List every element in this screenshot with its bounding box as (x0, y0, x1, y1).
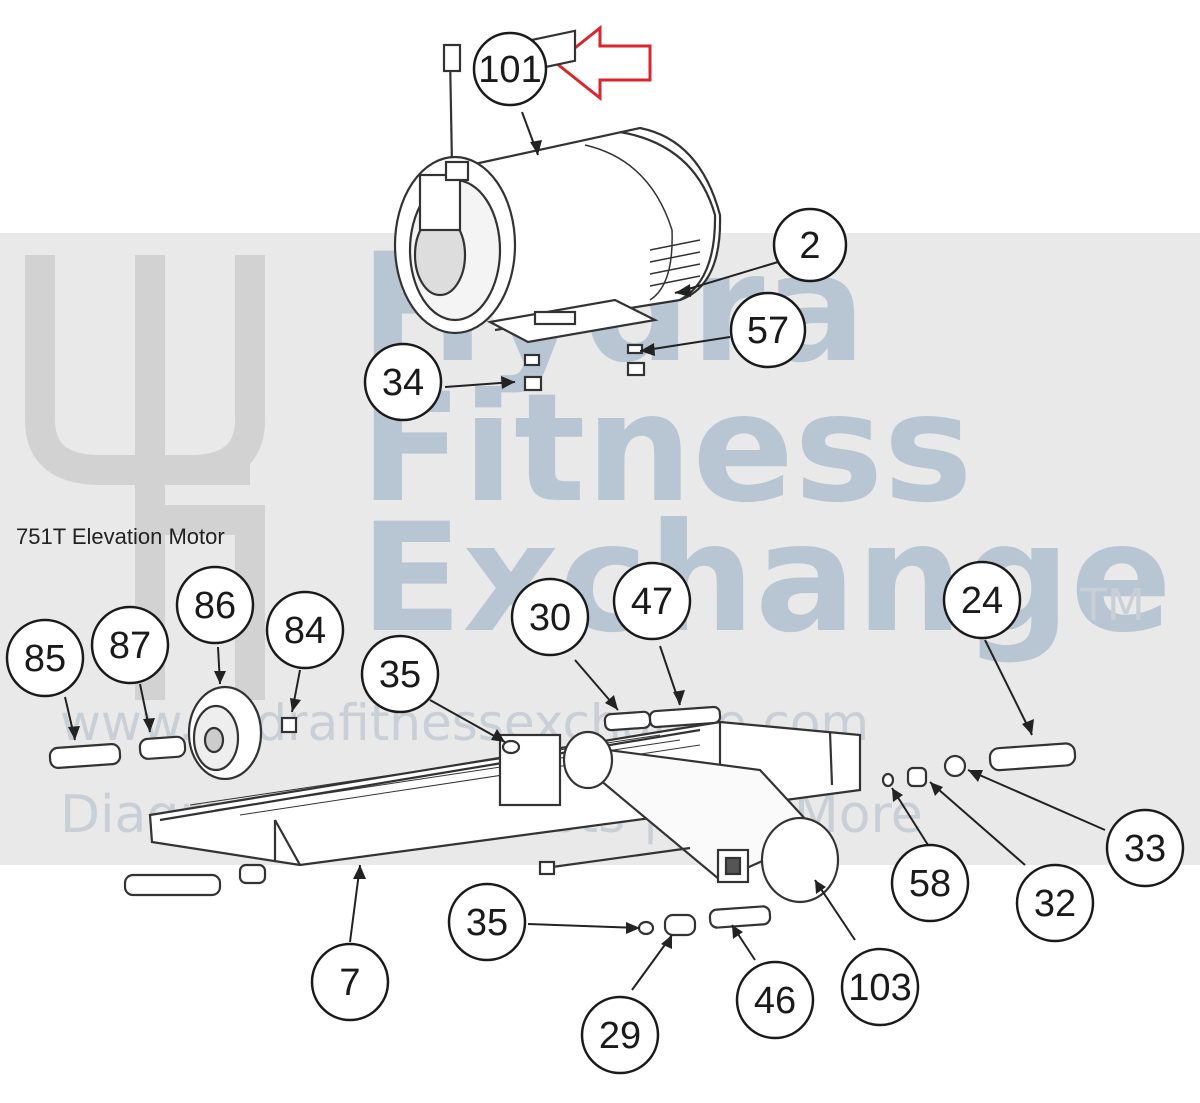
callout-58: 58 (890, 843, 970, 923)
bolt-stack (123, 873, 222, 897)
watermark-trademark: TM (1079, 580, 1145, 631)
callout-circle (175, 565, 255, 645)
callout-101: 101 (472, 31, 548, 107)
callout-circle (472, 31, 548, 107)
callout-circle (840, 947, 920, 1027)
callout-84: 84 (265, 590, 345, 670)
callout-103: 103 (840, 947, 920, 1027)
callout-circle (265, 590, 345, 670)
callout-label: 2 (799, 225, 820, 267)
highlight-arrow-icon (553, 24, 652, 102)
leader-arrowheads (68, 140, 1034, 949)
callout-circle (360, 634, 440, 714)
callout-label: 34 (382, 362, 424, 404)
callout-30: 30 (510, 577, 590, 657)
pin-85 (48, 743, 122, 769)
callout-24: 24 (942, 560, 1022, 640)
callout-35b: 35 (447, 882, 527, 962)
callout-35a: 35 (360, 634, 440, 714)
callout-label: 58 (909, 863, 951, 905)
pin-87 (138, 735, 187, 760)
callout-label: 101 (478, 49, 541, 91)
callout-label: 29 (599, 1015, 641, 1057)
callout-46: 46 (735, 960, 815, 1040)
callout-2: 2 (772, 207, 848, 283)
callout-bubbles: 101 2 57 34 85 87 86 84 35 30 47 24 33 58 32 103 35 46 29 7 (5, 31, 1185, 1075)
callout-label: 35 (379, 654, 421, 696)
callout-29: 29 (580, 995, 660, 1075)
cord-plug (442, 43, 462, 73)
watermark-line2: Fitness (360, 362, 973, 536)
pin-24 (988, 742, 1077, 772)
callout-circle (1015, 863, 1095, 943)
callout-circle (890, 843, 970, 923)
callout-circle (447, 882, 527, 962)
callout-label: 87 (109, 625, 151, 667)
diagram-title: 751T Elevation Motor (16, 524, 225, 549)
callout-label: 24 (961, 580, 1003, 622)
callout-57: 57 (729, 291, 807, 369)
watermark-logo-icon (25, 255, 265, 700)
elevation-frame-drawing (48, 685, 1077, 937)
callout-32: 32 (1015, 863, 1095, 943)
callout-circle (363, 342, 443, 422)
callout-circle (735, 960, 815, 1040)
callout-label: 30 (529, 597, 571, 639)
callout-label: 47 (631, 581, 673, 623)
callout-label: 33 (1124, 828, 1166, 870)
callout-7: 7 (310, 942, 390, 1022)
callout-circle (310, 942, 390, 1022)
callout-label: 32 (1034, 883, 1076, 925)
callout-label: 46 (754, 980, 796, 1022)
callout-circle (90, 605, 170, 685)
callout-circle (1105, 808, 1185, 888)
callout-85: 85 (5, 618, 85, 698)
callout-label: 103 (848, 967, 911, 1009)
callout-circle (612, 561, 692, 641)
callout-circle (729, 291, 807, 369)
callout-circle (580, 995, 660, 1075)
callout-33: 33 (1105, 808, 1185, 888)
callout-87: 87 (90, 605, 170, 685)
callout-label: 57 (747, 310, 789, 352)
callout-circle (510, 577, 590, 657)
callout-34: 34 (363, 342, 443, 422)
callout-circle (942, 560, 1022, 640)
callout-circle (5, 618, 85, 698)
callout-label: 7 (339, 962, 360, 1004)
callout-label: 85 (24, 638, 66, 680)
callout-circle (772, 207, 848, 283)
callout-label: 86 (194, 585, 236, 627)
callout-86: 86 (175, 565, 255, 645)
callout-label: 35 (466, 902, 508, 944)
watermark-line3: Exchange (360, 492, 1172, 666)
callout-47: 47 (612, 561, 692, 641)
callout-label: 84 (284, 610, 326, 652)
